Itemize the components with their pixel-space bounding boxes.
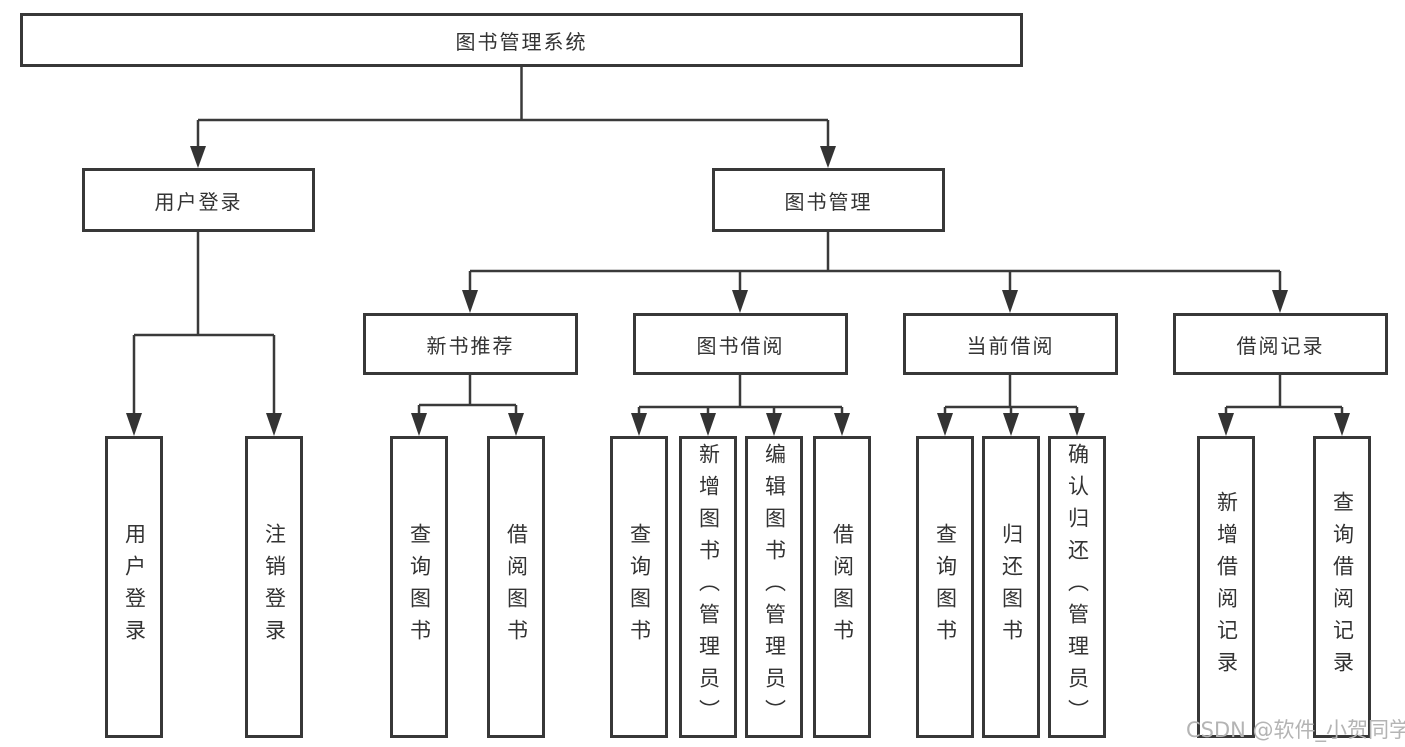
leaf-label: 借阅图书	[830, 523, 855, 651]
node-label: 图书管理系统	[455, 29, 588, 54]
leaf-add-borrow-record: 新增借阅记录	[1197, 436, 1255, 738]
leaf-label: 归还图书	[999, 523, 1024, 651]
node-label: 图书借阅	[696, 333, 785, 358]
node-new-book-recommend: 新书推荐	[363, 313, 578, 375]
connector-book-borrow-to-leaves	[631, 375, 850, 436]
node-label: 用户登录	[154, 189, 243, 214]
leaf-logout: 注销登录	[245, 436, 303, 738]
leaf-label: 新增图书（管理员）	[696, 443, 721, 731]
node-borrow-records: 借阅记录	[1173, 313, 1388, 375]
leaf-label: 确认归还（管理员）	[1065, 443, 1090, 731]
node-book-borrow: 图书借阅	[633, 313, 848, 375]
connector-root-to-level2	[190, 67, 836, 168]
leaf-label: 查询图书	[933, 523, 958, 651]
leaf-query-book-1: 查询图书	[390, 436, 448, 738]
node-root-system: 图书管理系统	[20, 13, 1023, 67]
leaf-return-book: 归还图书	[982, 436, 1040, 738]
leaf-label: 查询图书	[627, 523, 652, 651]
leaf-edit-book-admin: 编辑图书（管理员）	[745, 436, 803, 738]
node-label: 图书管理	[784, 189, 873, 214]
leaf-confirm-return-admin: 确认归还（管理员）	[1048, 436, 1106, 738]
leaf-borrow-book-1: 借阅图书	[487, 436, 545, 738]
leaf-borrow-book-2: 借阅图书	[813, 436, 871, 738]
leaf-add-book-admin: 新增图书（管理员）	[679, 436, 737, 738]
leaf-label: 新增借阅记录	[1214, 491, 1239, 683]
leaf-label: 用户登录	[122, 523, 147, 651]
node-current-borrow: 当前借阅	[903, 313, 1118, 375]
node-label: 新书推荐	[426, 333, 515, 358]
leaf-label: 查询借阅记录	[1330, 491, 1355, 683]
leaf-label: 编辑图书（管理员）	[762, 443, 787, 731]
leaf-query-borrow-record: 查询借阅记录	[1313, 436, 1371, 738]
node-label: 当前借阅	[966, 333, 1055, 358]
connector-new-book-to-leaves	[411, 375, 524, 436]
leaf-query-book-2: 查询图书	[610, 436, 668, 738]
leaf-label: 借阅图书	[504, 523, 529, 651]
leaf-user-login: 用户登录	[105, 436, 163, 738]
connector-book-management-to-level3	[462, 232, 1288, 313]
connector-current-borrow-to-leaves	[937, 375, 1085, 436]
leaf-label: 注销登录	[262, 523, 287, 651]
leaf-label: 查询图书	[407, 523, 432, 651]
connector-user-login-to-leaves	[126, 232, 282, 436]
leaf-query-book-3: 查询图书	[916, 436, 974, 738]
node-label: 借阅记录	[1236, 333, 1325, 358]
node-book-management: 图书管理	[712, 168, 945, 232]
node-user-login: 用户登录	[82, 168, 315, 232]
connector-borrow-records-to-leaves	[1218, 375, 1350, 436]
